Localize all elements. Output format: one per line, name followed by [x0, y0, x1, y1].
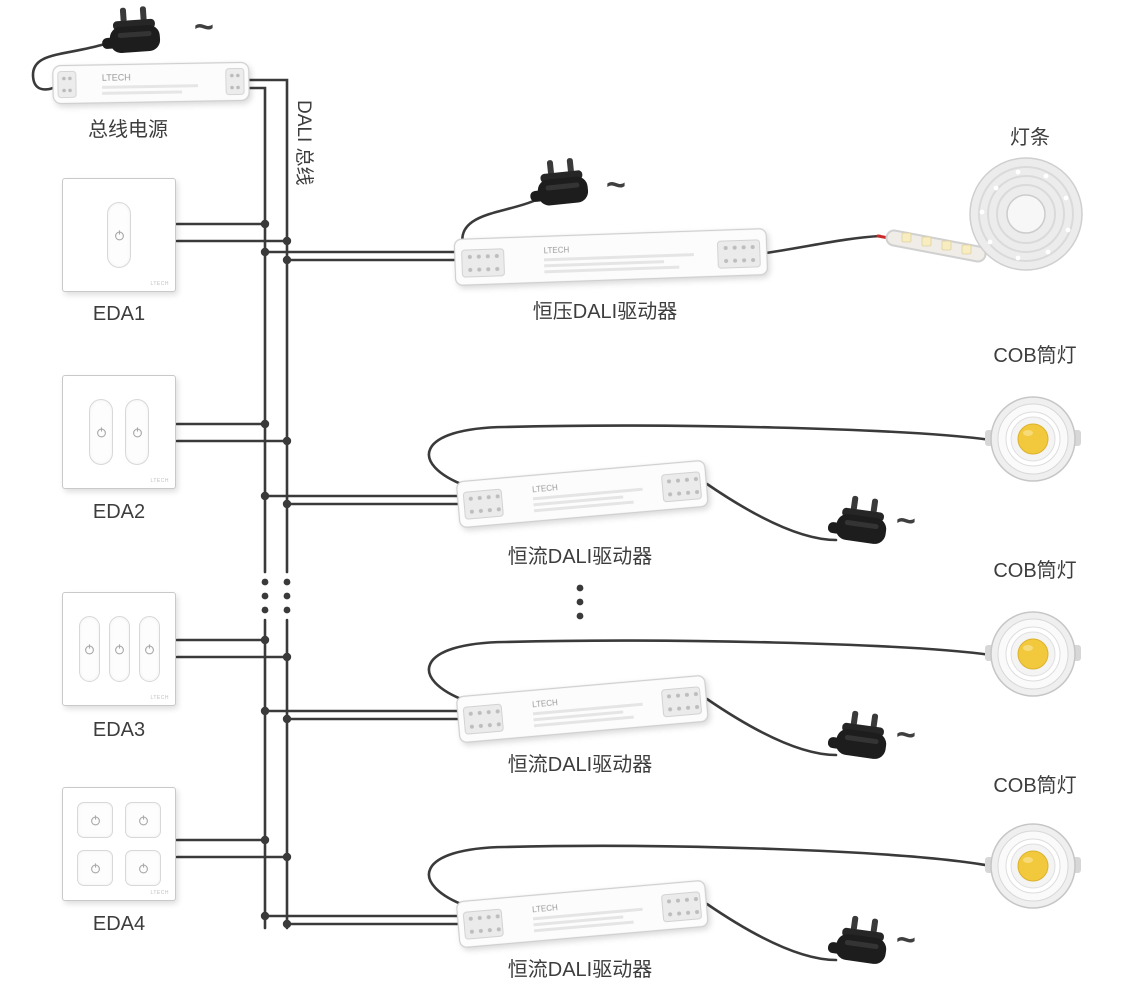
power-icon: [138, 814, 148, 825]
brand-text: LTECH: [532, 698, 559, 709]
panel-label-eda1: EDA1: [92, 303, 146, 325]
cc-dali-driver-3: LTECH: [452, 871, 712, 962]
driver-icon: LTECH: [456, 880, 709, 948]
touch-panel-eda1: LTECH: [62, 178, 176, 292]
panel-button[interactable]: [77, 802, 113, 838]
power-icon: [114, 229, 124, 240]
panel-label-eda2: EDA2: [92, 501, 146, 523]
cob-downlight-icon: [985, 611, 1081, 697]
cob1-output-wire: [427, 424, 993, 488]
panel-button[interactable]: [125, 399, 149, 465]
power-icon: [144, 643, 154, 654]
driver-tap-wires: [263, 250, 470, 926]
panel-label-eda4: EDA4: [92, 913, 146, 935]
cob-label-1: COB筒灯: [993, 345, 1077, 367]
power-icon: [84, 643, 94, 654]
plug-icon: [827, 495, 887, 544]
cc-dali-driver-1: LTECH: [452, 451, 712, 542]
led-strip-icon: [885, 157, 1083, 271]
led-strip-reel: [878, 148, 1093, 285]
bus-power-label: 总线电源: [88, 119, 168, 141]
cob-downlight-icon: [985, 823, 1081, 909]
driver-icon: LTECH: [456, 675, 709, 743]
ac-symbol-bus-power: ~: [194, 8, 214, 46]
panel-button[interactable]: [125, 850, 161, 886]
brand-text: LTECH: [150, 695, 169, 701]
plug-icon: [827, 710, 887, 759]
dali-bus-line-right: [246, 78, 289, 930]
power-icon: [114, 643, 124, 654]
bus-power-supply: LTECH: [49, 52, 252, 119]
panel-button[interactable]: [78, 616, 100, 682]
touch-panel-eda3: LTECH: [62, 592, 176, 706]
cc2-mains-cable: [705, 697, 838, 757]
touch-panel-eda2: LTECH: [62, 375, 176, 489]
ac-symbol-cc-driver-1: ~: [896, 502, 916, 540]
cob-downlight-3: [985, 821, 1081, 916]
ac-symbol-cv-driver: ~: [606, 166, 626, 204]
junction-dots: [260, 219, 292, 929]
cc3-mains-cable: [705, 902, 838, 962]
panel-button[interactable]: [77, 850, 113, 886]
driver-icon: LTECH: [456, 460, 709, 528]
mains-plug-cv-driver: [525, 155, 602, 229]
panel-button[interactable]: [125, 802, 161, 838]
brand-text: LTECH: [150, 281, 169, 287]
power-icon: [132, 426, 142, 437]
cc1-mains-cable: [705, 482, 838, 542]
power-icon: [90, 862, 100, 873]
bus-continuation-dots: [261, 578, 291, 614]
panel-label-eda3: EDA3: [92, 719, 146, 741]
cob2-output-wire: [427, 639, 993, 703]
cob-label-2: COB筒灯: [993, 560, 1077, 582]
panel-button[interactable]: [138, 616, 160, 682]
plug-icon: [827, 915, 887, 964]
plug-icon: [102, 6, 161, 53]
power-icon: [96, 426, 106, 437]
bus-power-supply-icon: LTECH: [52, 61, 250, 105]
dali-bus-label: DALI 总线: [293, 100, 314, 186]
brand-text: LTECH: [150, 478, 169, 484]
brand-text: LTECH: [102, 72, 131, 83]
driver-continuation-dots: [576, 584, 584, 620]
mains-cable-bus-power: [31, 42, 107, 91]
ac-symbol-cc-driver-3: ~: [896, 921, 916, 959]
mains-plug-cc-driver-1: [822, 491, 901, 567]
mains-plug-cc-driver-3: [822, 911, 901, 987]
driver-icon: LTECH: [453, 228, 768, 286]
touch-panel-eda4: LTECH: [62, 787, 176, 901]
brand-text: LTECH: [532, 903, 559, 914]
brand-text: LTECH: [150, 890, 169, 896]
cob-downlight-2: [985, 609, 1081, 704]
cob-downlight-1: [985, 394, 1081, 489]
brand-text: LTECH: [532, 483, 559, 494]
cob3-output-wire: [427, 844, 993, 908]
panel-button[interactable]: [89, 399, 113, 465]
cc-driver-label-1: 恒流DALI驱动器: [507, 546, 653, 568]
power-icon: [138, 862, 148, 873]
brand-text: LTECH: [543, 245, 569, 255]
plug-icon: [530, 158, 589, 206]
cob-label-3: COB筒灯: [993, 775, 1077, 797]
power-icon: [90, 814, 100, 825]
panel-button[interactable]: [108, 616, 130, 682]
eda-tap-wires: [175, 222, 289, 859]
dali-bus-line-left: [246, 86, 267, 930]
mains-plug-bus-power: [98, 4, 173, 76]
cv-output-wire: [764, 234, 882, 255]
cob-downlight-icon: [985, 396, 1081, 482]
cc-driver-label-2: 恒流DALI驱动器: [507, 754, 653, 776]
mains-plug-cc-driver-2: [822, 706, 901, 782]
cv-driver-label: 恒压DALI驱动器: [532, 301, 678, 323]
ac-symbol-cc-driver-2: ~: [896, 716, 916, 754]
cc-driver-label-3: 恒流DALI驱动器: [507, 959, 653, 981]
led-strip-label: 灯条: [1010, 127, 1050, 149]
cv-dali-driver: LTECH: [451, 220, 771, 298]
cc-dali-driver-2: LTECH: [452, 666, 712, 757]
panel-button[interactable]: [107, 202, 131, 268]
